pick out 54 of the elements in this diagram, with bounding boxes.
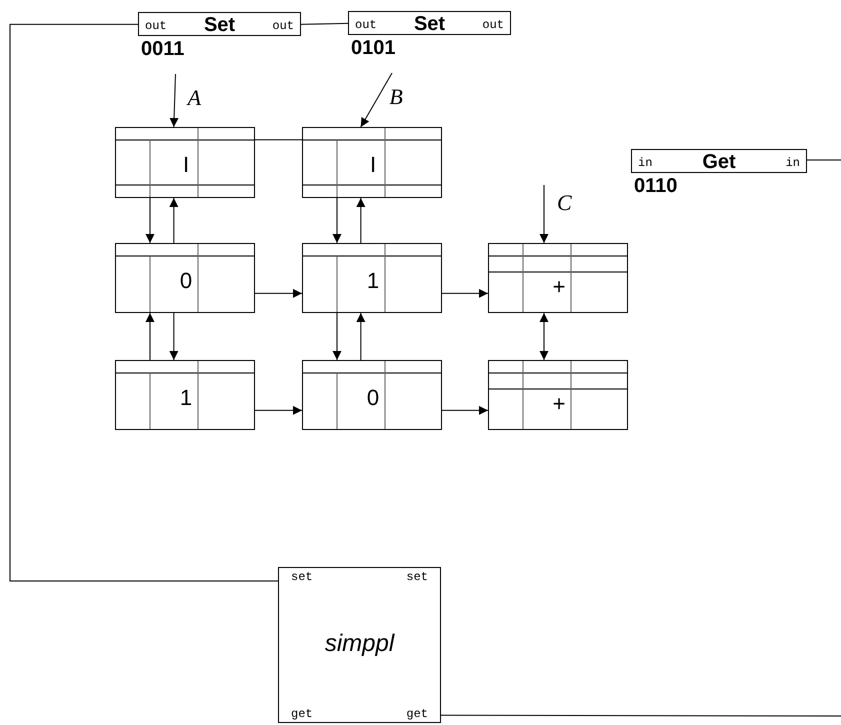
connector-line [356, 198, 366, 244]
connector-line [540, 312, 548, 360]
connector-line [254, 139, 302, 140]
value-label: 0110 [634, 176, 678, 196]
cell-box [302, 127, 442, 198]
cell-box [115, 127, 255, 198]
port-label: in [786, 157, 800, 169]
connector-line [332, 312, 342, 360]
value-label: 0011 [141, 39, 184, 59]
cell-value: + [552, 276, 566, 298]
cell-value: 0 [366, 387, 380, 409]
cell-box [115, 243, 255, 313]
value-label: 0101 [351, 38, 396, 58]
module-title: simppl [324, 632, 396, 656]
port-label: set [291, 571, 313, 583]
connector-line [146, 198, 154, 244]
connector-line [10, 24, 278, 582]
port-label: set [406, 571, 428, 583]
connector-line [170, 74, 179, 128]
connector-line [356, 312, 366, 360]
connector-line [300, 22, 348, 25]
module-box [278, 567, 441, 723]
connector-line [360, 72, 392, 128]
cell-box [115, 360, 255, 430]
cell-value: I [368, 154, 378, 176]
connector-line [146, 312, 154, 360]
connector-line [442, 406, 488, 415]
block-title: Set [204, 15, 236, 35]
port-label: get [291, 708, 313, 720]
block-title: Set [414, 14, 446, 34]
cell-value: + [552, 393, 566, 415]
port-label: get [406, 708, 428, 720]
cell-value: I [182, 154, 190, 176]
port-label: out [145, 20, 167, 32]
connector-line [540, 184, 548, 244]
cell-box [488, 360, 628, 430]
cell-value: 0 [178, 270, 194, 292]
cell-box [488, 243, 628, 313]
port-label: out [482, 19, 504, 31]
cell-value: 1 [366, 270, 380, 292]
connector-line [254, 406, 302, 415]
cell-box [302, 243, 442, 313]
connector-line [442, 288, 488, 298]
block-title: Get [702, 152, 736, 172]
cell-value: 1 [178, 387, 194, 409]
port-label: out [355, 19, 377, 31]
cell-box [302, 360, 442, 430]
connector-line [254, 288, 302, 298]
connector-line [440, 714, 841, 716]
connector-line [169, 312, 178, 360]
connector-line [169, 198, 178, 244]
connector-line [332, 198, 342, 244]
port-label: in [638, 157, 652, 169]
port-label: out [272, 20, 294, 32]
